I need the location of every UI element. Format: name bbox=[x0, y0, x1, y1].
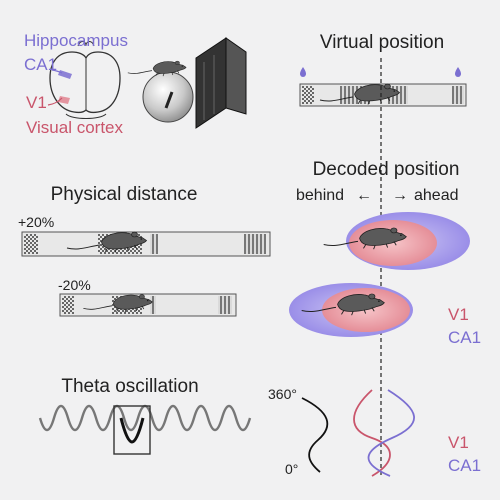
behind-label: behind bbox=[296, 187, 344, 204]
theta-wave bbox=[38, 404, 252, 432]
phase-top-label: 360° bbox=[268, 386, 297, 402]
physical-distance-title: Physical distance bbox=[51, 184, 198, 205]
track-gain-up bbox=[21, 231, 271, 257]
brain-panel: Hippocampus CA1 V1 Visual cortex bbox=[24, 31, 247, 137]
gain-down-label: -20% bbox=[58, 277, 91, 293]
theta-cycle-box bbox=[113, 405, 151, 455]
reward-drop-icon bbox=[455, 67, 461, 77]
ca1-phase-curve bbox=[367, 389, 415, 477]
hippocampus-label: Hippocampus bbox=[24, 31, 128, 50]
v1-label: V1 bbox=[26, 93, 47, 112]
legend-v1-decoded: V1 bbox=[448, 305, 469, 324]
physical-distance-panel: Physical distance +20% -20% bbox=[18, 184, 271, 317]
reward-drop-icon bbox=[300, 67, 306, 77]
v1-connector bbox=[47, 97, 63, 106]
theta-phase-panel: 360° 0° V1 CA1 bbox=[268, 386, 481, 477]
theta-cycle-highlight bbox=[119, 417, 145, 444]
arrow-right-icon: → bbox=[392, 187, 408, 204]
virtual-position-panel: Virtual position bbox=[299, 32, 467, 107]
visual-cortex-label: Visual cortex bbox=[26, 118, 124, 137]
vr-screen bbox=[195, 37, 247, 129]
theta-panel: Theta oscillation bbox=[38, 376, 252, 455]
brain-outline bbox=[49, 41, 121, 119]
ca1-connector bbox=[51, 69, 63, 74]
decoded-position-title: Decoded position bbox=[313, 159, 460, 180]
virtual-position-title: Virtual position bbox=[320, 32, 444, 53]
legend-ca1-decoded: CA1 bbox=[448, 328, 481, 347]
treadmill-ball bbox=[142, 71, 194, 123]
legend-ca1-theta: CA1 bbox=[448, 456, 481, 475]
v1-phase-curve bbox=[353, 389, 391, 477]
ahead-label: ahead bbox=[414, 187, 459, 204]
phase-bottom-label: 0° bbox=[285, 461, 298, 477]
ca1-label: CA1 bbox=[24, 55, 57, 74]
track-gain-down bbox=[59, 293, 237, 317]
decoded-position-panel: Decoded position behind ← → ahead V1 CA1 bbox=[289, 159, 481, 347]
theta-title: Theta oscillation bbox=[61, 376, 198, 397]
legend-v1-theta: V1 bbox=[448, 433, 469, 452]
gain-up-label: +20% bbox=[18, 214, 54, 230]
phase-curve bbox=[301, 397, 329, 473]
arrow-left-icon: ← bbox=[356, 187, 372, 204]
